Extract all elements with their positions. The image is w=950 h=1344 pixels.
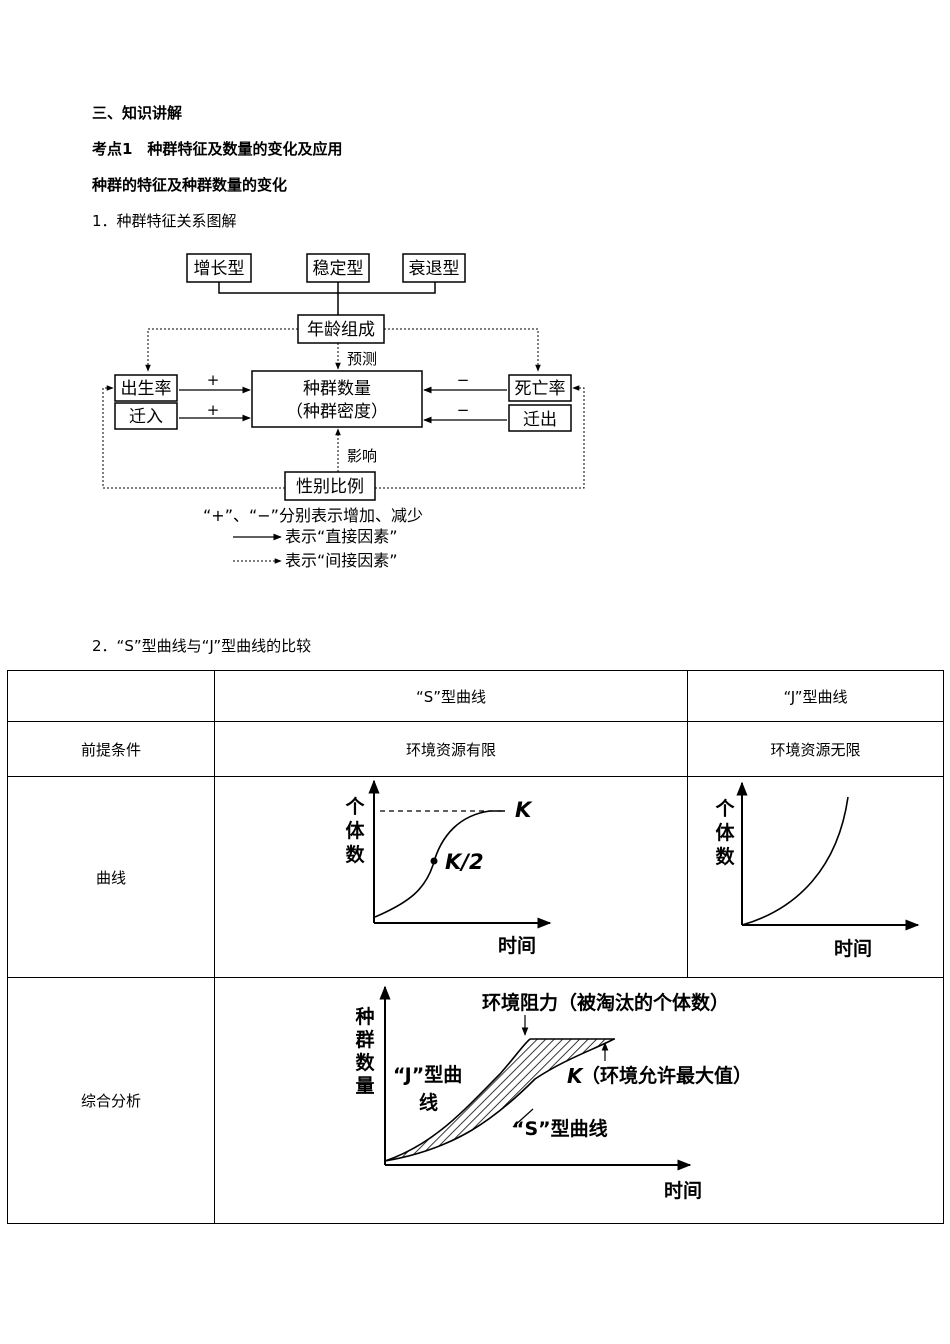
table-row: “S”型曲线 “J”型曲线 (7, 670, 944, 722)
population-feature-diagram: 增长型 稳定型 衰退型 年龄组成 预测 出生率 迁入 种群数量 （种群密度） 死… (102, 253, 585, 570)
header-empty (7, 670, 215, 722)
s-ylabel-2: 体 (345, 819, 365, 842)
s-curve-plot: 个 体 数 K K/2 时间 (344, 779, 552, 957)
item2-heading: 2．“S”型曲线与“J”型曲线的比较 (92, 637, 312, 655)
a-ylabel-2: 群 (354, 1028, 374, 1051)
box-stable: 稳定型 (313, 259, 364, 279)
box-immigrate: 迁入 (129, 407, 163, 427)
sign-minus-emigrate: − (457, 401, 470, 419)
table-row: 综合分析 种 群 数 (7, 977, 944, 1224)
box-emigrate: 迁出 (523, 410, 557, 430)
box-decline: 衰退型 (409, 259, 460, 279)
center-line2: （种群密度） (286, 402, 388, 422)
a-j-label-2: 线 (419, 1091, 438, 1114)
s-xlabel: 时间 (498, 935, 536, 957)
s-k2: K/2 (445, 850, 484, 874)
sub-heading: 种群的特征及种群数量的变化 (92, 176, 288, 194)
premise-j: 环境资源无限 (687, 721, 944, 777)
sign-plus-immigrate: + (207, 401, 220, 419)
a-j-label-1: “J”型曲 (393, 1063, 462, 1086)
header-s: “S”型曲线 (214, 670, 688, 722)
table-row: 前提条件 环境资源有限 环境资源无限 (7, 721, 944, 777)
s-curve-cell: 个 体 数 K K/2 时间 (214, 776, 688, 978)
comparison-table: “S”型曲线 “J”型曲线 前提条件 环境资源有限 环境资源无限 曲线 个 体 … (7, 670, 944, 1224)
s-k: K (515, 798, 533, 822)
premise-label: 前提条件 (7, 721, 215, 777)
a-s-label: “S”型曲线 (512, 1117, 608, 1140)
box-age: 年龄组成 (307, 320, 375, 340)
j-ylabel-3: 数 (715, 845, 735, 868)
sign-plus-birth: + (207, 371, 220, 389)
box-growth: 增长型 (194, 259, 245, 279)
j-xlabel: 时间 (834, 938, 872, 960)
a-k-text: （环境允许最大值） (581, 1064, 752, 1087)
legend-sign: “+”、“−”分别表示增加、减少 (203, 506, 423, 525)
section-heading: 三、知识讲解 (92, 104, 183, 122)
box-birth: 出生率 (121, 379, 172, 399)
analysis-cell: 种 群 数 量 环境阻力（被淘汰的个体数） K （环境允许最大值） “J”型曲 … (214, 977, 944, 1224)
point-heading: 考点1 种群特征及数量的变化及应用 (92, 140, 343, 158)
sign-minus-death: − (457, 371, 470, 389)
j-curve-plot: 个 体 数 时间 (714, 781, 920, 960)
s-ylabel-3: 数 (345, 843, 365, 866)
premise-s: 环境资源有限 (214, 721, 688, 777)
j-curve-cell: 个 体 数 时间 (687, 776, 944, 978)
legend-direct: 表示“直接因素” (285, 527, 398, 546)
a-ylabel-4: 量 (355, 1075, 374, 1097)
table-row: 曲线 个 体 数 K K/2 时间 (7, 776, 944, 978)
center-line1: 种群数量 (303, 379, 371, 399)
s-ylabel-1: 个 (344, 796, 365, 818)
header-j: “J”型曲线 (687, 670, 944, 722)
label-predict: 预测 (347, 350, 377, 368)
box-death: 死亡率 (515, 379, 566, 399)
j-ylabel-1: 个 (714, 798, 735, 820)
box-sex-ratio: 性别比例 (296, 477, 364, 497)
curve-label: 曲线 (7, 776, 215, 978)
a-ylabel-1: 种 (354, 1006, 374, 1028)
legend-indirect: 表示“间接因素” (285, 551, 398, 570)
a-k: K (567, 1064, 584, 1088)
a-ylabel-3: 数 (355, 1051, 375, 1074)
a-xlabel: 时间 (664, 1180, 702, 1202)
item1-heading: 1．种群特征关系图解 (92, 212, 237, 230)
a-resistance: 环境阻力（被淘汰的个体数） (482, 991, 729, 1014)
label-influence: 影响 (347, 447, 377, 465)
analysis-label: 综合分析 (7, 977, 215, 1224)
analysis-plot: 种 群 数 量 环境阻力（被淘汰的个体数） K （环境允许最大值） “J”型曲 … (354, 985, 752, 1202)
j-ylabel-2: 体 (715, 821, 735, 844)
